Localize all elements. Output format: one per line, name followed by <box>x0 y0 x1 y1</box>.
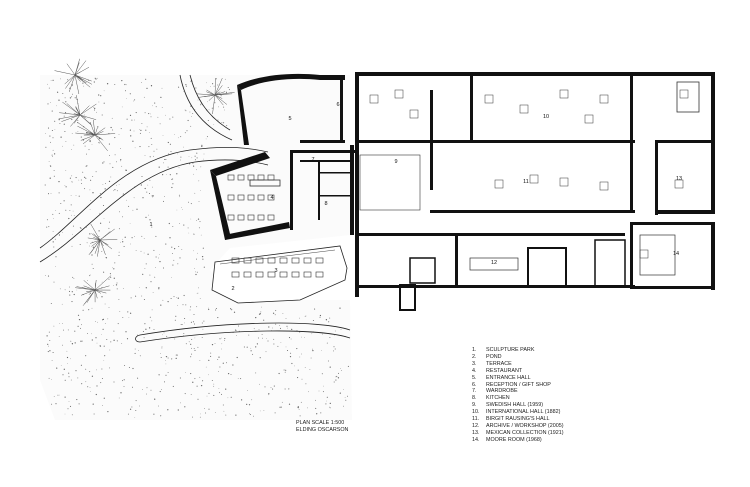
architect-label: ELDING OSCARSON <box>296 426 349 433</box>
legend-item: 9. SWEDISH HALL (1959) <box>472 402 702 409</box>
legend-number: 14. <box>472 436 480 443</box>
room-number-13: 13 <box>676 176 682 182</box>
legend-number: 13. <box>472 429 480 436</box>
legend-number: 9. <box>472 402 477 409</box>
trees <box>54 58 235 306</box>
room-number-3: 3 <box>274 268 277 274</box>
legend-label: WARDROBE <box>486 388 518 395</box>
legend-label: BIRGIT RAUSING'S HALL <box>486 416 550 423</box>
room-number-12: 12 <box>491 260 497 266</box>
legend-item: 5. ENTRANCE HALL <box>472 375 702 382</box>
room-number-9: 9 <box>394 159 397 165</box>
legend-number: 8. <box>472 395 477 402</box>
legend-label: SWEDISH HALL (1959) <box>486 402 544 409</box>
legend-item: 7. WARDROBE <box>472 388 702 395</box>
scale-note: PLAN SCALE 1:500 ELDING OSCARSON <box>296 420 348 434</box>
legend-label: MEXICAN COLLECTION (1921) <box>486 429 564 436</box>
legend-item: 1. SCULPTURE PARK <box>472 347 702 354</box>
legend-item: 3. TERRACE <box>472 361 702 368</box>
legend-label: MOORE ROOM (1968) <box>486 436 542 443</box>
room-number-6: 6 <box>336 102 339 108</box>
legend-number: 10. <box>472 409 480 416</box>
legend-label: SCULPTURE PARK <box>486 347 535 353</box>
legend-label: POND <box>486 353 502 360</box>
legend-number: 1. <box>472 347 477 353</box>
legend-item: 4. RESTAURANT <box>472 368 702 375</box>
room-number-14: 14 <box>673 251 679 257</box>
room-number-4: 4 <box>270 195 273 201</box>
legend-number: 5. <box>472 374 477 381</box>
legend-number: 12. <box>472 422 480 429</box>
legend-number: 2. <box>472 353 477 360</box>
legend-item: 2. POND <box>472 354 702 361</box>
landscape <box>39 74 352 420</box>
room-number-11: 11 <box>523 179 529 185</box>
legend-item: 14. MOORE ROOM (1968) <box>472 437 702 444</box>
interior-details <box>227 81 700 278</box>
legend-item: 11. BIRGIT RAUSING'S HALL <box>472 416 702 423</box>
legend-number: 7. <box>472 388 477 395</box>
room-numbers: 1 2 3 4 5 6 7 8 9 10 11 12 13 14 <box>149 102 682 292</box>
room-number-7: 7 <box>311 157 314 163</box>
room-number-10: 10 <box>543 114 549 120</box>
legend-label: KITCHEN <box>486 395 510 402</box>
legend-number: 11. <box>472 416 480 423</box>
room-number-5: 5 <box>288 116 291 122</box>
room-number-1: 1 <box>149 222 152 228</box>
room-legend: 1. SCULPTURE PARK 2. POND 3. TERRACE 4. RESTAUR… <box>472 347 702 444</box>
legend-label: RESTAURANT <box>486 367 523 374</box>
room-number-8: 8 <box>324 201 327 207</box>
legend-number: 3. <box>472 360 477 367</box>
legend-item: 13. MEXICAN COLLECTION (1921) <box>472 430 702 437</box>
legend-item: 8. KITCHEN <box>472 395 702 402</box>
legend-label: RECEPTION / GIFT SHOP <box>486 381 551 388</box>
legend-label: ENTRANCE HALL <box>486 374 531 381</box>
legend-item: 10. INTERNATIONAL HALL (1882) <box>472 409 702 416</box>
building-walls <box>210 72 715 311</box>
legend-item: 6. RECEPTION / GIFT SHOP <box>472 382 702 389</box>
legend-label: ARCHIVE / WORKSHOP (2005) <box>486 422 564 429</box>
room-number-2: 2 <box>231 286 234 292</box>
legend-label: INTERNATIONAL HALL (1882) <box>486 409 561 416</box>
legend-number: 6. <box>472 381 477 388</box>
scale-label: PLAN SCALE 1:500 <box>296 420 345 426</box>
legend-label: TERRACE <box>486 360 512 367</box>
legend-item: 12. ARCHIVE / WORKSHOP (2005) <box>472 423 702 430</box>
legend-number: 4. <box>472 367 477 374</box>
